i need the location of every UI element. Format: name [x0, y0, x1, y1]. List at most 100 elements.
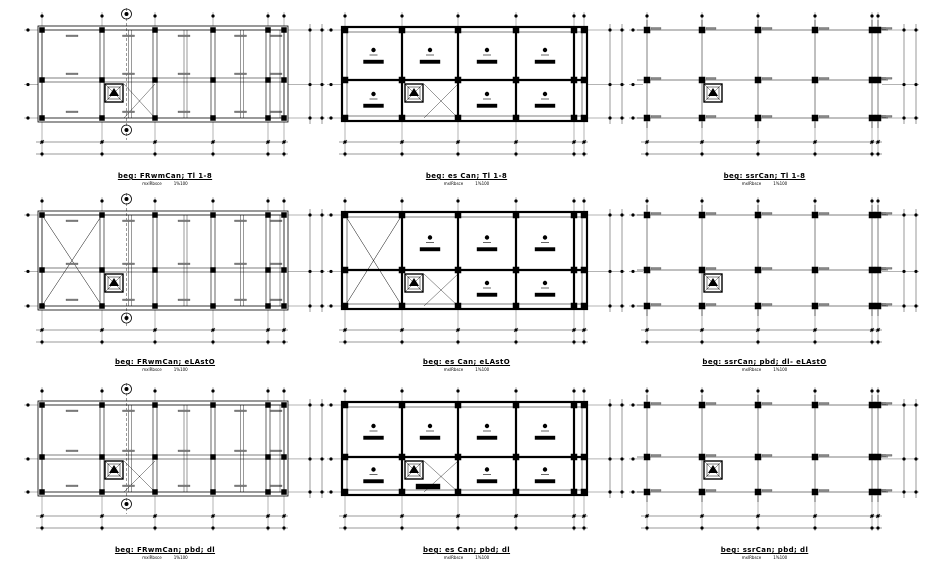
dimension-tick: [513, 139, 519, 145]
column-mark: [811, 401, 819, 409]
column-mark: [281, 303, 287, 309]
column-label: [705, 212, 717, 215]
grid-tick: [914, 403, 918, 407]
grid-tick: [456, 340, 460, 344]
slab-marker: [371, 423, 376, 429]
beam-label: [234, 110, 247, 113]
column-mark: [754, 302, 762, 310]
column-mark: [754, 26, 762, 34]
column-mark: [868, 114, 876, 122]
beam-label: [234, 298, 247, 301]
column-mark: [874, 488, 882, 496]
dimension-tick: [875, 513, 881, 519]
slab-reinforcement-bar: [419, 247, 441, 252]
column-mark: [698, 266, 706, 274]
plan-p23: [629, 197, 919, 345]
column-mark: [512, 211, 520, 219]
grid-tick: [902, 213, 906, 217]
dimension-tick: [342, 327, 348, 333]
grid-tick: [320, 116, 324, 120]
grid-tick: [700, 340, 704, 344]
column-mark: [99, 489, 105, 495]
beam-label: [122, 110, 135, 113]
dimension-tick: [152, 513, 158, 519]
grid-tick: [876, 152, 880, 156]
column-mark: [868, 488, 876, 496]
column-mark: [210, 27, 216, 33]
slab-outline: [340, 400, 589, 497]
column-mark: [398, 401, 406, 409]
dimension-tick: [581, 327, 587, 333]
column-mark: [643, 453, 651, 461]
grid-tick: [343, 526, 347, 530]
dimension-tick: [399, 139, 405, 145]
stair-inner: [706, 276, 720, 290]
column-mark: [874, 114, 882, 122]
column-label: [881, 303, 893, 306]
grid-tick: [514, 340, 518, 344]
dimension-tick: [755, 139, 761, 145]
stair-inner: [407, 276, 421, 290]
stair-box: [104, 273, 124, 293]
grid-tick: [620, 403, 624, 407]
stair-arrow: [409, 278, 419, 286]
grid-tick: [572, 340, 576, 344]
grid-tick: [308, 213, 312, 217]
dimension-tick: [869, 139, 875, 145]
beam-label: [122, 219, 135, 222]
column-label: [818, 402, 830, 405]
grid-tick: [608, 457, 612, 461]
plan-p12: [327, 12, 625, 157]
column-label: [818, 303, 830, 306]
axis-bubble-dot: [124, 128, 129, 132]
grid-tick: [320, 82, 324, 87]
grid-tick: [620, 116, 624, 120]
dimension-tick: [210, 139, 216, 145]
column-mark: [99, 454, 105, 460]
stair-arrow: [109, 278, 119, 286]
grid-tick: [40, 152, 44, 156]
plan-p22: [327, 197, 625, 345]
column-mark: [868, 26, 876, 34]
column-mark: [868, 266, 876, 274]
grid-tick: [902, 490, 906, 494]
beam-label: [269, 219, 283, 222]
column-mark: [398, 488, 406, 496]
stair-box: [104, 83, 124, 103]
column-label: [705, 402, 717, 405]
grid-tick: [266, 152, 270, 156]
grid-tick: [282, 152, 286, 156]
column-label: [881, 77, 893, 80]
column-label: [705, 27, 717, 30]
column-label: [881, 454, 893, 457]
dimension-tick: [210, 513, 216, 519]
dimension-tick: [812, 513, 818, 519]
column-mark: [698, 211, 706, 219]
column-mark: [811, 488, 819, 496]
column-mark: [454, 453, 462, 461]
column-mark: [210, 489, 216, 495]
stair-arrow: [708, 88, 718, 96]
grid-tick: [582, 152, 586, 156]
grid-tick: [756, 152, 760, 156]
column-mark: [265, 402, 271, 408]
grid-tick: [902, 304, 906, 308]
beam-label: [65, 409, 79, 412]
grid-tick: [211, 340, 215, 344]
column-mark: [512, 114, 520, 122]
dimension-tick: [699, 513, 705, 519]
column-mark: [454, 26, 462, 34]
axis-bubble: [121, 124, 132, 136]
dimension-tick: [571, 139, 577, 145]
beam-label: [177, 298, 191, 301]
grid-tick: [914, 457, 918, 461]
column-label: [650, 454, 662, 457]
column-mark: [868, 401, 876, 409]
grid-tick: [813, 526, 817, 530]
column-mark: [512, 26, 520, 34]
column-label: [818, 27, 830, 30]
slab-marker: [542, 47, 548, 53]
beam-label: [177, 449, 191, 452]
grid-tick: [320, 213, 324, 217]
column-mark: [570, 266, 578, 274]
